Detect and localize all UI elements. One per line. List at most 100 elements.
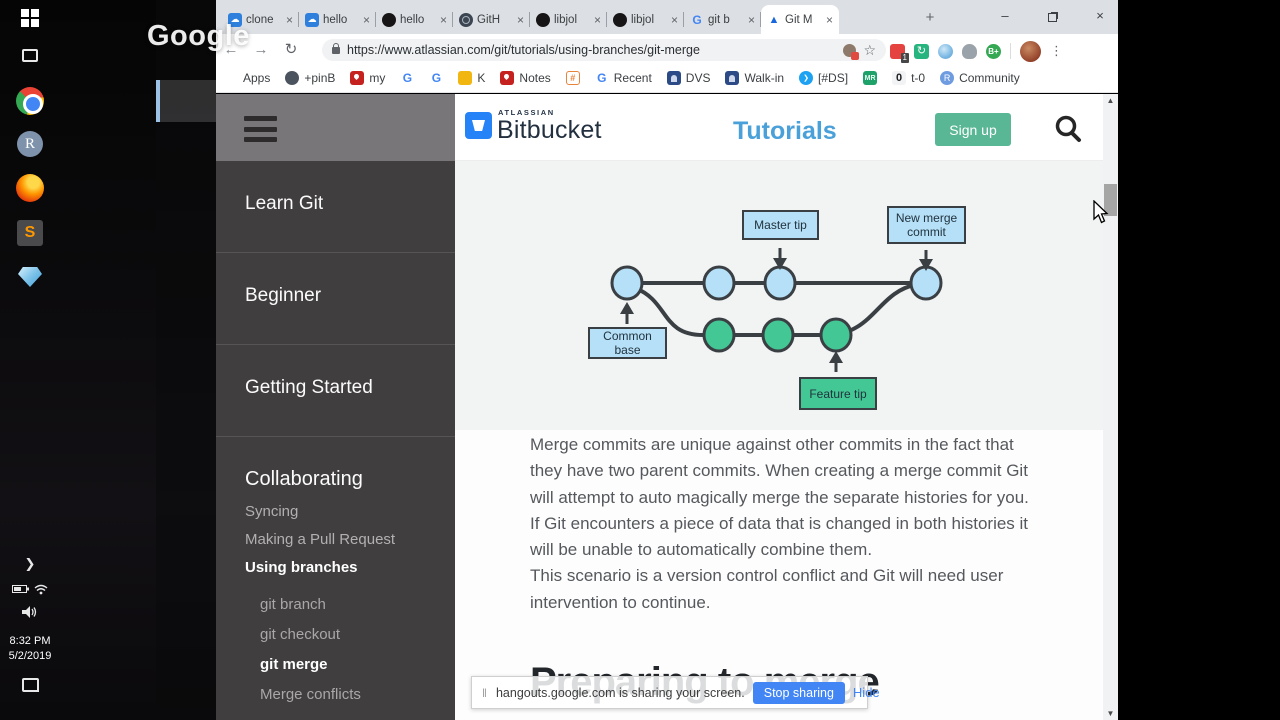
restore-button[interactable] [1038,4,1068,30]
action-center-icon[interactable] [0,676,60,694]
address-bar[interactable]: https://www.atlassian.com/git/tutorials/… [322,39,886,61]
taskbar-clock[interactable]: 8:32 PM 5/2/2019 [0,632,60,666]
bookmark-walkin[interactable]: Walk-in [725,71,784,85]
speaker-icon[interactable] [0,604,60,620]
tab-hello-1[interactable]: hello× [299,5,376,34]
tab-libjol-1[interactable]: libjol× [530,5,607,34]
google-g-icon [429,71,443,85]
tab-git-merge-active[interactable]: Git M× [761,5,839,34]
browser-menu-icon[interactable]: ⋮ [1050,43,1063,58]
forward-icon[interactable]: → [253,40,269,58]
scrollbar-up-icon[interactable]: ▲ [1106,96,1115,105]
tab-close-icon[interactable]: × [516,12,524,27]
stop-sharing-button[interactable]: Stop sharing [752,681,845,704]
sidebar-item-git-branch[interactable]: git branch [260,596,326,613]
task-view-icon[interactable] [0,46,60,64]
tab-close-icon[interactable]: × [670,12,678,27]
sidebar-item-beginner[interactable]: Beginner [245,285,322,306]
sublime-taskbar-icon[interactable]: S [0,220,60,246]
scrollbar-down-icon[interactable]: ▼ [1106,709,1115,718]
sidebar-item-collaborating[interactable]: Collaborating [245,468,363,490]
extension-globe-icon[interactable] [938,43,953,59]
bookmark-google-2[interactable] [429,71,443,85]
search-icon[interactable] [1053,114,1083,149]
bitbucket-wordmark[interactable]: Bitbucket [497,116,602,144]
bookmark-google-1[interactable] [400,71,414,85]
sidebar-item-git-merge[interactable]: git merge [260,656,328,673]
bookmark-pinb[interactable]: +pinB [285,71,335,85]
firefox-taskbar-icon[interactable] [0,174,60,202]
bookmark-my[interactable]: my [350,71,385,85]
diagram-label-feature-tip: Feature tip [799,377,877,410]
tray-expand-icon[interactable]: ❯ [24,556,36,571]
chrome-taskbar-icon[interactable] [0,86,60,116]
sidebar-item-learn-git[interactable]: Learn Git [245,193,324,214]
bookmark-recent[interactable]: Recent [595,71,652,85]
chrome-active-highlight [160,80,216,122]
back-icon[interactable]: ← [223,40,239,58]
sidebar-item-git-checkout[interactable]: git checkout [260,626,341,643]
close-button[interactable]: × [1096,8,1104,23]
url-text[interactable]: https://www.atlassian.com/git/tutorials/… [347,43,700,57]
video-watermark: Google [147,20,250,52]
sidebar-item-syncing[interactable]: Syncing [245,503,299,520]
tab-close-icon[interactable]: × [747,12,755,27]
bookmark-star-icon[interactable]: ☆ [863,41,876,58]
window-controls: – × [990,4,1115,30]
bookmark-mr[interactable] [863,71,878,85]
sidebar-item-using-branches[interactable]: Using branches [245,559,358,576]
r-app-taskbar-icon[interactable]: R [0,131,60,157]
extension-red-icon[interactable]: 1 [890,43,909,63]
bookmark-notes[interactable]: Notes [500,71,551,85]
tab-hello-2[interactable]: hello× [376,5,453,34]
tab-libjol-2[interactable]: libjol× [607,5,684,34]
bookmarks-bar: Apps +pinB my K Notes Recent DVS Walk-in… [216,64,1118,93]
extension-refresh-icon[interactable]: ↻ [914,43,929,59]
minimize-button[interactable]: – [1001,8,1009,23]
cookie-blocked-icon[interactable] [843,43,860,60]
bitbucket-logo-icon[interactable] [465,112,492,139]
bookmark-hash[interactable] [565,71,580,85]
windows-start-icon[interactable] [0,6,60,30]
bookmark-k[interactable]: K [458,71,485,85]
scrollbar-thumb[interactable] [1104,184,1117,216]
hamburger-menu-icon[interactable] [244,116,277,142]
sign-up-button[interactable]: Sign up [935,113,1011,146]
tutorials-nav-link[interactable]: Tutorials [733,117,837,145]
tab-close-icon[interactable]: × [825,12,833,27]
tab-close-icon[interactable]: × [362,12,370,27]
battery-icon [12,585,29,593]
screen-share-taskbar-icon[interactable] [0,264,60,290]
hide-link[interactable]: Hide [852,685,880,700]
tab-git-b[interactable]: git b× [684,5,761,34]
diagram-label-common-base: Common base [588,327,667,359]
twitter-icon [799,71,814,85]
tab-close-icon[interactable]: × [593,12,601,27]
profile-avatar[interactable] [1020,40,1041,62]
extension-bplus-icon[interactable]: B+ [986,43,1001,59]
sidebar-item-getting-started[interactable]: Getting Started [245,377,373,398]
tab-github[interactable]: GitH× [453,5,530,34]
atlassian-favicon [767,13,781,27]
page-scrollbar[interactable]: ▲ ▼ [1103,94,1118,720]
sidebar-item-merge-conflicts[interactable]: Merge conflicts [260,686,361,703]
tray-status-icons[interactable] [0,581,60,597]
extension-paw-icon[interactable] [962,43,977,59]
tutorial-sidebar [216,94,455,720]
bookmark-apps[interactable]: Apps [224,71,270,85]
mr-icon [863,71,878,85]
tab-close-icon[interactable]: × [439,12,447,27]
tab-clone[interactable]: clone× [222,5,299,34]
bookmark-ds[interactable]: [#DS] [799,71,848,85]
new-tab-button[interactable]: + [925,8,935,26]
tab-close-icon[interactable]: × [285,12,293,27]
chrome-active-accent [156,80,160,122]
bookmark-dvs[interactable]: DVS [666,71,710,85]
tabs-container: clone× hello× hello× GitH× libjol× libjo… [222,5,839,34]
mouse-cursor [1093,199,1111,231]
sidebar-item-making-pr[interactable]: Making a Pull Request [245,531,396,548]
zero-favicon: 0 [892,71,907,85]
reload-icon[interactable]: ↻ [284,41,298,58]
